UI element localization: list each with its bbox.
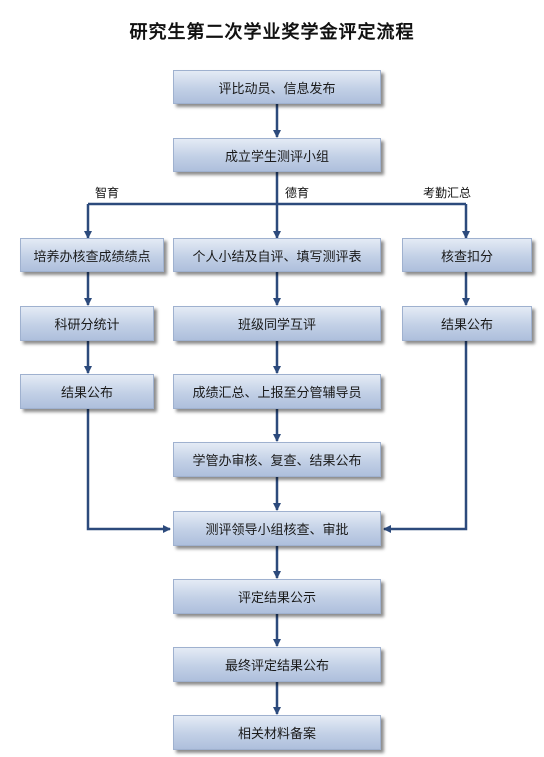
step-check-deductions: 核查扣分 bbox=[402, 238, 532, 272]
step-research-score: 科研分统计 bbox=[20, 306, 154, 341]
arrow-right2-to-review bbox=[383, 341, 468, 533]
branch-label-attendance: 考勤汇总 bbox=[423, 186, 472, 200]
step-form-group: 成立学生测评小组 bbox=[173, 138, 381, 172]
step-mobilize: 评比动员、信息发布 bbox=[173, 70, 381, 104]
page-title: 研究生第二次学业奖学金评定流程 bbox=[129, 22, 415, 43]
step-summary-report: 成绩汇总、上报至分管辅导员 bbox=[173, 374, 381, 409]
step-left-publish: 结果公布 bbox=[20, 374, 154, 409]
step-archive-materials: 相关材料备案 bbox=[173, 715, 381, 750]
step-verify-grades: 培养办核查成绩绩点 bbox=[20, 238, 164, 272]
branch-label-moral: 德育 bbox=[285, 186, 310, 200]
step-final-publish: 最终评定结果公布 bbox=[173, 647, 381, 682]
arrow-left3-to-review bbox=[86, 409, 171, 533]
step-peer-evaluation: 班级同学互评 bbox=[173, 306, 381, 341]
step-office-review: 学管办审核、复查、结果公布 bbox=[173, 442, 381, 477]
step-right-publish: 结果公布 bbox=[402, 306, 532, 341]
branch-label-intellectual: 智育 bbox=[95, 186, 120, 200]
step-result-publicity: 评定结果公示 bbox=[173, 579, 381, 614]
step-self-evaluation: 个人小结及自评、填写测评表 bbox=[173, 238, 381, 272]
step-committee-review: 测评领导小组核查、审批 bbox=[173, 511, 381, 546]
